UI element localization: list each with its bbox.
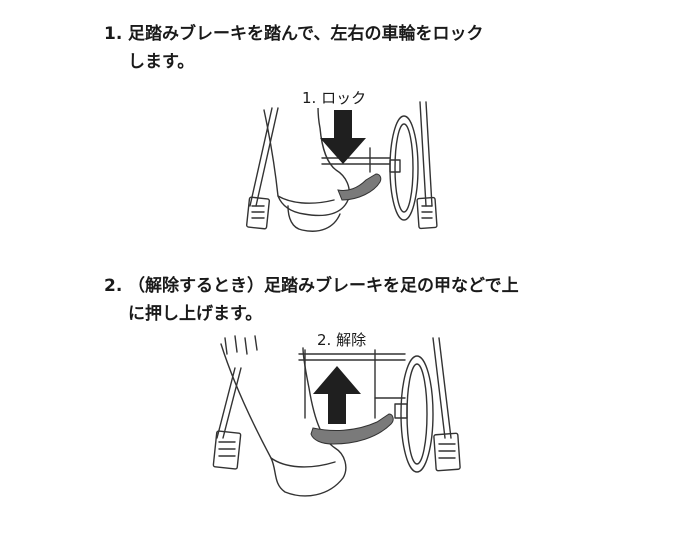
step-1-text-line1: 足踏みブレーキを踏んで、左右の車輪をロック (128, 24, 484, 44)
step-2-text-line2: に押し上げます。 (128, 304, 263, 324)
down-arrow-icon (320, 110, 366, 164)
brake-pedal (337, 173, 382, 201)
release-label: 2. 解除 (314, 329, 370, 350)
step-2-number: 2. (104, 276, 123, 296)
release-brake-illustration (212, 335, 461, 497)
lock-label: 1. ロック (299, 87, 370, 108)
up-arrow-icon (313, 366, 361, 424)
step-2-text-line1: （解除するとき）足踏みブレーキを足の甲などで上 (128, 276, 519, 296)
lock-brake-illustration (245, 101, 438, 232)
brake-pedal (310, 413, 394, 445)
step-1-text-line2: します。 (128, 52, 195, 72)
step-1-number: 1. (104, 24, 123, 44)
